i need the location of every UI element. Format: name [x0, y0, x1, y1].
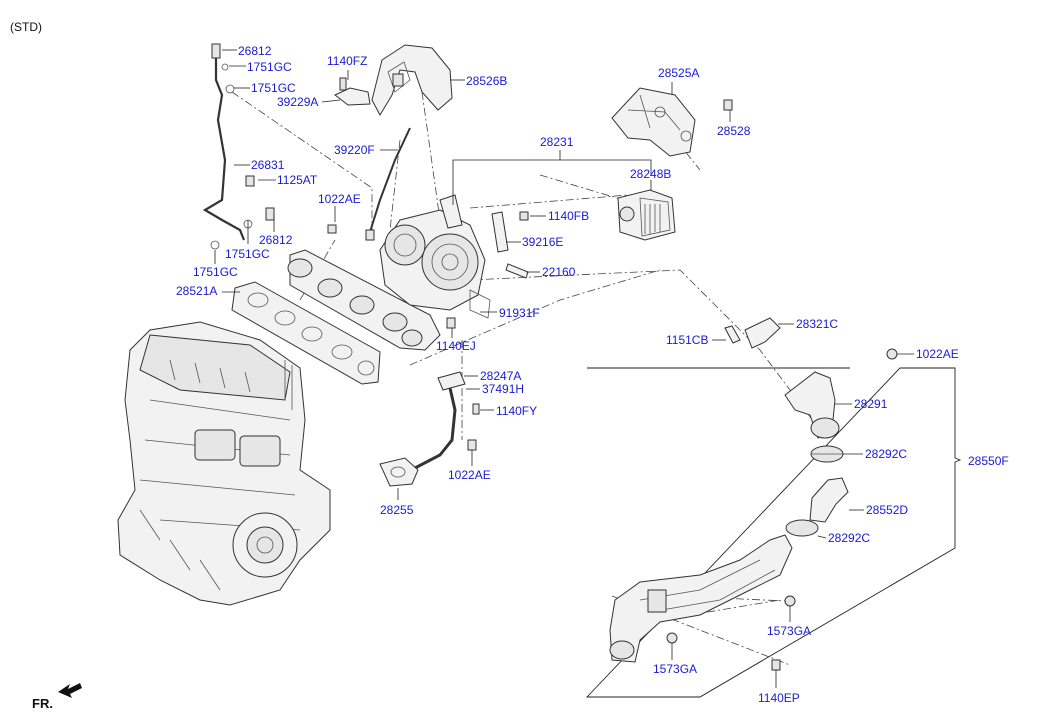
heat-shield-28525a [611, 87, 696, 157]
label-1022ae-upper[interactable]: 1022AE [318, 192, 361, 206]
variant-label: (STD) [10, 20, 42, 34]
label-1751gc-3[interactable]: 1751GC [225, 247, 270, 261]
exhaust-gasket [231, 281, 381, 385]
water-pipe-37491h [379, 371, 480, 487]
coolant-pipe-assembly [585, 367, 962, 698]
label-28292c-upper[interactable]: 28292C [865, 447, 907, 461]
label-1140fy[interactable]: 1140FY [496, 404, 537, 418]
label-1751gc-1[interactable]: 1751GC [247, 60, 292, 74]
label-26812-upper[interactable]: 26812 [238, 44, 272, 58]
label-1140ej[interactable]: 1140EJ [436, 339, 476, 353]
label-22160[interactable]: 22160 [542, 265, 576, 279]
label-1751gc-2[interactable]: 1751GC [251, 81, 296, 95]
label-28552d[interactable]: 28552D [866, 503, 908, 517]
label-28291[interactable]: 28291 [854, 397, 888, 411]
label-28550f[interactable]: 28550F [968, 454, 1009, 468]
exhaust-manifold [287, 249, 441, 351]
actuator-28248b [617, 189, 676, 241]
part-labels: 26812 1751GC 1751GC 26831 1125AT 26812 1… [176, 44, 1009, 705]
label-28255[interactable]: 28255 [380, 503, 414, 517]
engine-block-illustration [117, 321, 331, 606]
label-28248b[interactable]: 28248B [630, 167, 671, 181]
label-1151cb[interactable]: 1151CB [666, 333, 708, 347]
front-arrow-icon [58, 683, 82, 698]
label-26812-lower[interactable]: 26812 [259, 233, 293, 247]
label-1140fz[interactable]: 1140FZ [327, 54, 367, 68]
label-28292c-lower[interactable]: 28292C [828, 531, 870, 545]
label-1125at[interactable]: 1125AT [277, 173, 318, 187]
label-1573ga-right[interactable]: 1573GA [767, 624, 811, 638]
label-39216e[interactable]: 39216E [522, 235, 563, 249]
leader-lines [214, 49, 914, 688]
label-1022ae-middle[interactable]: 1022AE [448, 468, 491, 482]
label-1751gc-4[interactable]: 1751GC [193, 265, 238, 279]
label-28321c[interactable]: 28321C [796, 317, 838, 331]
label-39220f[interactable]: 39220F [334, 143, 375, 157]
label-28521a[interactable]: 28521A [176, 284, 217, 298]
label-1573ga-left[interactable]: 1573GA [653, 662, 697, 676]
label-37491h[interactable]: 37491H [482, 382, 524, 396]
label-39229a[interactable]: 39229A [277, 95, 318, 109]
label-28247a[interactable]: 28247A [480, 369, 521, 383]
label-91931f[interactable]: 91931F [499, 306, 540, 320]
label-26831[interactable]: 26831 [251, 158, 285, 172]
label-1140ep[interactable]: 1140EP [758, 691, 800, 705]
label-1140fb[interactable]: 1140FB [548, 209, 589, 223]
front-label: FR. [32, 696, 53, 711]
label-28526b[interactable]: 28526B [466, 74, 507, 88]
heat-shield-upper [371, 44, 453, 117]
label-28525a[interactable]: 28525A [658, 66, 699, 80]
turbocharger [379, 194, 491, 319]
oil-feed-pipe [202, 43, 275, 250]
label-28231[interactable]: 28231 [540, 135, 574, 149]
label-28528[interactable]: 28528 [717, 124, 751, 138]
label-1022ae-right[interactable]: 1022AE [916, 347, 959, 361]
front-direction-indicator: FR. [32, 683, 82, 711]
fittings [327, 77, 898, 360]
